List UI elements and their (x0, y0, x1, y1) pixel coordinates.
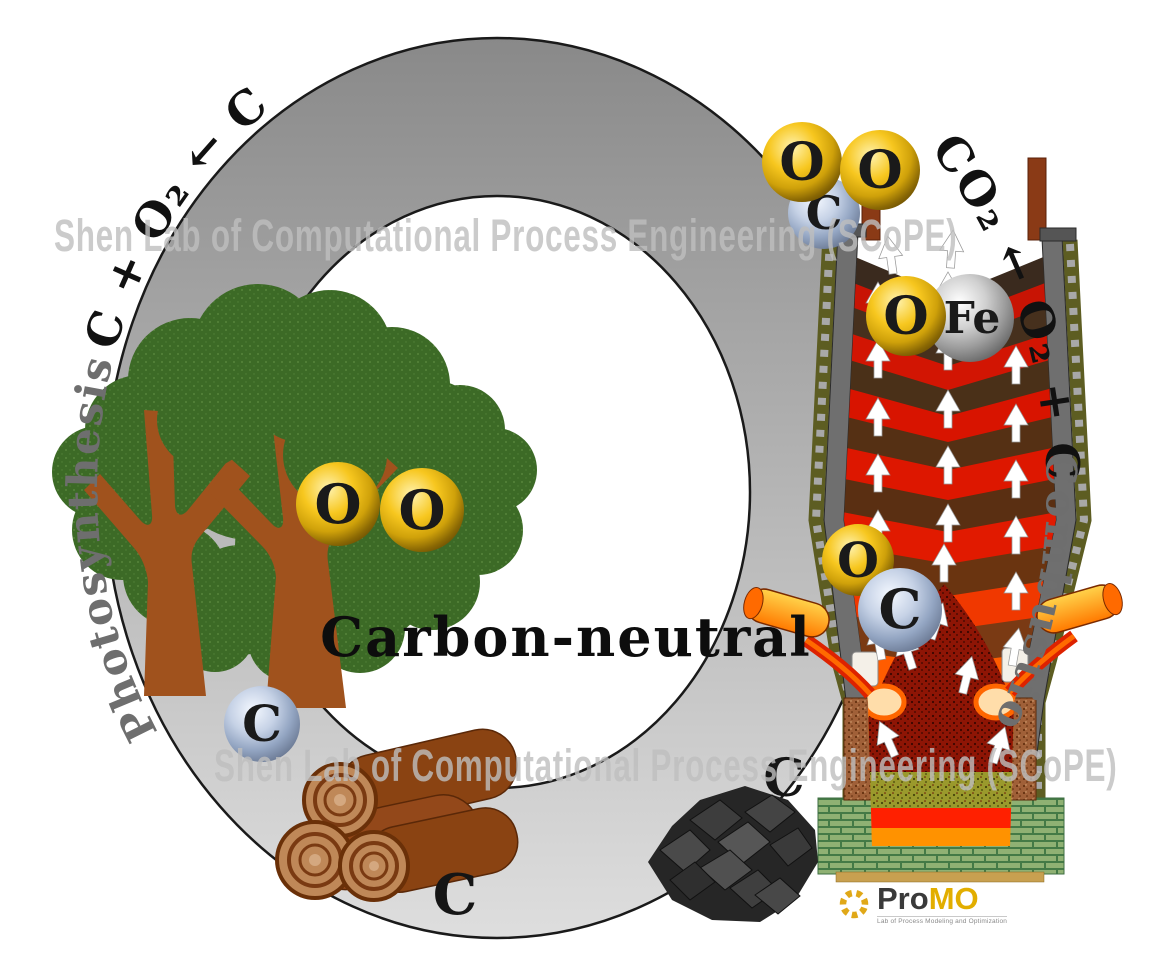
coal-carbon-label: C (763, 748, 804, 809)
promo-tagline: Lab of Process Modeling and Optimization (877, 916, 1008, 925)
furnace-fe-label: Fe (944, 293, 1001, 344)
watermark-line1: Shen Lab of Computational Process Engine… (54, 210, 958, 261)
furnace-lower-c-label: C (879, 577, 922, 641)
furnace-o-label: O (883, 286, 928, 347)
coal-pile (648, 786, 818, 922)
tuyere-pipe-right (1036, 582, 1123, 634)
molecule-co2-top: C O O (762, 122, 920, 249)
wood-logs (275, 728, 519, 902)
furnace-base-footing (835, 871, 1045, 883)
log-end-rings (275, 762, 410, 902)
furnace-burden-dome (854, 584, 1028, 772)
center-title: Carbon-neutral (320, 605, 812, 669)
tuyere-pipe-left (743, 586, 830, 638)
promo-logo: ProMO Lab of Process Modeling and Optimi… (836, 881, 1008, 925)
soil-c-label: C (242, 694, 282, 753)
o2-tree-o1-label: O (314, 472, 361, 536)
promo-logo-text: ProMO (877, 881, 1007, 916)
watermark-line2: Shen Lab of Computational Process Engine… (214, 740, 1118, 791)
co2-top-o2-label: O (857, 140, 902, 201)
promo-pro: Pro (877, 881, 929, 916)
trees (52, 284, 537, 708)
tuyeres (743, 582, 1123, 699)
molecule-co-furnace: O C (822, 524, 942, 652)
wood-carbon-label: C (433, 862, 478, 928)
molecule-o2-tree: O O (296, 462, 464, 552)
promo-mo: MO (928, 881, 979, 916)
o2-tree-o2-label: O (398, 478, 445, 542)
co2-top-o1-label: O (779, 132, 824, 193)
furnace-top-post-right (1027, 157, 1047, 241)
molecule-soil-carbon: C (224, 686, 300, 762)
molecule-fe-o-furnace: O Fe (866, 274, 1014, 362)
promo-logo-icon (839, 889, 869, 919)
